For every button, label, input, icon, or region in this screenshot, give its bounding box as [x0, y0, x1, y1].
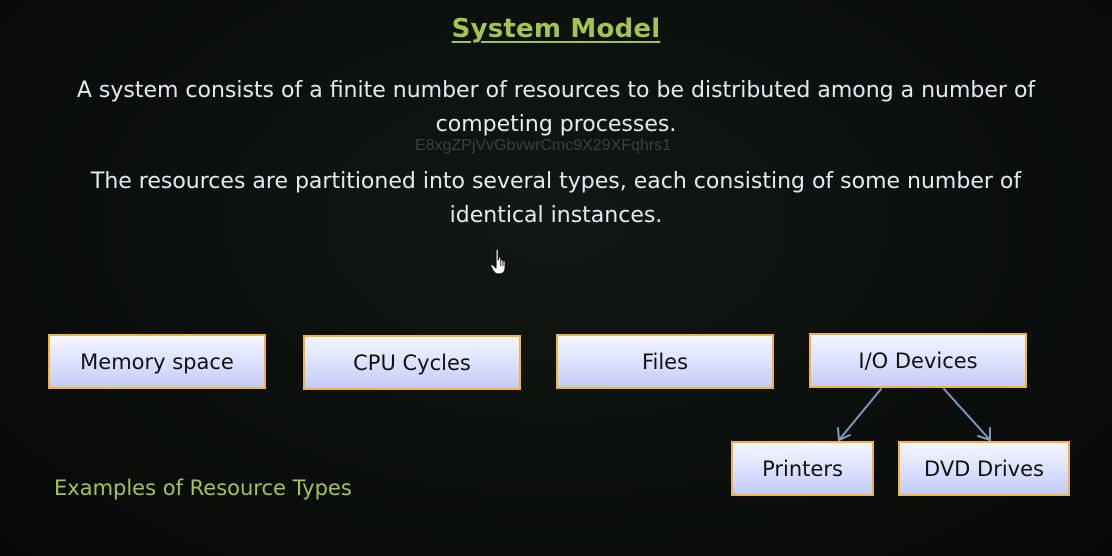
- io-child-label: DVD Drives: [924, 456, 1044, 481]
- arrow-head-dvd-drives: [977, 427, 991, 442]
- resource-box-label: CPU Cycles: [353, 350, 471, 375]
- io-child-box-printers: Printers: [731, 441, 874, 496]
- paragraph-line: The resources are partitioned into sever…: [90, 169, 1022, 194]
- resource-box-label: I/O Devices: [858, 348, 978, 373]
- arrow-head-printers: [837, 427, 851, 442]
- paragraph-resource-types: The resources are partitioned into sever…: [0, 165, 1112, 233]
- examples-caption: Examples of Resource Types: [54, 476, 352, 500]
- resource-box-cpu-cycles: CPU Cycles: [303, 335, 521, 390]
- paragraph-system-definition: A system consists of a finite number of …: [0, 74, 1112, 142]
- paragraph-line: identical instances.: [449, 203, 663, 228]
- io-child-box-dvd-drives: DVD Drives: [898, 441, 1070, 496]
- watermark-text: E8xgZPjVvGbvwrCmc9X29XFqhrs1: [414, 137, 672, 154]
- slide-title: System Model: [0, 14, 1112, 44]
- resource-box-memory-space: Memory space: [48, 334, 266, 389]
- io-child-label: Printers: [762, 456, 843, 481]
- paragraph-line: competing processes.: [435, 112, 677, 137]
- resource-box-label: Files: [641, 349, 689, 374]
- resource-box-label: Memory space: [80, 349, 234, 374]
- arrow-to-printers: [838, 388, 882, 441]
- resource-box-io-devices: I/O Devices: [809, 333, 1027, 388]
- hand-pointer-icon: [490, 248, 506, 275]
- slide-title-text: System Model: [451, 14, 661, 44]
- paragraph-line: A system consists of a finite number of …: [76, 78, 1036, 103]
- resource-box-files: Files: [556, 334, 774, 389]
- arrow-to-dvd-drives: [943, 388, 991, 441]
